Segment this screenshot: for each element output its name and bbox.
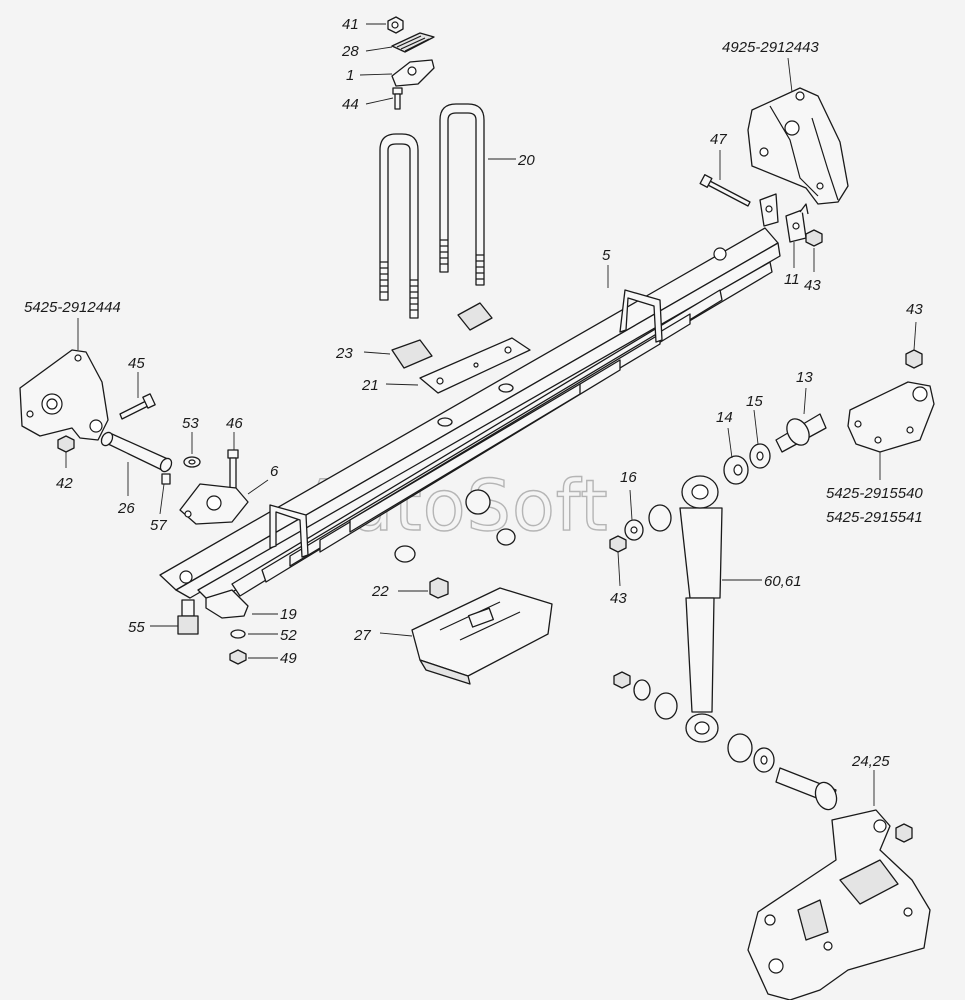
part-41-nut — [387, 16, 404, 34]
part-6-shackle — [179, 483, 249, 525]
callout-41: 41 — [342, 16, 359, 33]
part-16-bushing — [624, 504, 672, 541]
part-23-pads — [391, 302, 493, 369]
leader-lines — [65, 23, 917, 806]
part-55-bolt — [177, 599, 199, 635]
callout-5425-2915540: 5425-2915540 — [826, 485, 923, 502]
callout-45: 45 — [128, 355, 145, 372]
callout-28: 28 — [341, 43, 359, 60]
callout-43-right: 43 — [906, 301, 923, 318]
part-14-bushing — [723, 455, 749, 485]
part-center-bolt — [437, 383, 514, 427]
part-5425-2915540-upper-bracket — [847, 381, 935, 453]
callout-21: 21 — [361, 377, 379, 394]
part-13-pin — [775, 413, 827, 453]
callout-14: 14 — [716, 409, 733, 426]
callout-27: 27 — [353, 627, 371, 644]
callout-49: 49 — [280, 650, 297, 667]
callout-22: 22 — [371, 583, 389, 600]
part-20-u-bolt-right — [439, 103, 485, 286]
callout-44: 44 — [342, 96, 359, 113]
part-22-nut — [429, 577, 449, 599]
part-42-nut — [57, 435, 75, 453]
part-27-bumper-block — [411, 587, 553, 685]
part-60-61-shock-absorber — [679, 475, 723, 743]
part-52-washer — [230, 629, 246, 639]
callout-16: 16 — [620, 469, 637, 486]
callout-labels: 41 28 1 44 20 4925-2912443 47 5 11 43 54… — [24, 16, 923, 770]
part-45-bolt — [119, 393, 156, 420]
callout-5425-2915541: 5425-2915541 — [826, 509, 923, 526]
part-28-cover-plate — [391, 32, 435, 53]
part-43-nut-top — [805, 229, 823, 247]
callout-57: 57 — [150, 517, 167, 534]
callout-23: 23 — [335, 345, 353, 362]
callout-46: 46 — [226, 415, 243, 432]
part-21-plate — [419, 337, 531, 394]
part-44-bolt — [392, 87, 403, 110]
callout-55: 55 — [128, 619, 145, 636]
callout-43-top: 43 — [804, 277, 821, 294]
part-11-plates — [759, 193, 809, 243]
callout-5: 5 — [602, 247, 611, 264]
part-46-bolt — [227, 449, 239, 489]
part-47-long-bolt — [699, 174, 751, 207]
part-43-nut-mid — [609, 535, 627, 553]
callout-47: 47 — [710, 131, 727, 148]
callout-53: 53 — [182, 415, 199, 432]
callout-11: 11 — [784, 271, 800, 288]
part-hardware-center — [394, 489, 516, 563]
part-20-u-bolt-left — [379, 133, 419, 319]
callout-43-mid: 43 — [610, 590, 627, 607]
part-15-washer — [749, 443, 771, 469]
callout-60-61: 60,61 — [764, 573, 802, 590]
callout-5425-2912444: 5425-2912444 — [24, 299, 121, 316]
part-4925-front-bracket — [747, 87, 849, 205]
part-43-nut-right — [905, 349, 923, 369]
part-53-washer — [183, 456, 201, 468]
callout-15: 15 — [746, 393, 763, 410]
part-26-pin — [100, 431, 173, 473]
callout-19: 19 — [280, 606, 297, 623]
callout-52: 52 — [280, 627, 297, 644]
callout-6: 6 — [270, 463, 279, 480]
part-49-nut — [229, 649, 247, 665]
callout-13: 13 — [796, 369, 813, 386]
part-1-pad — [391, 59, 435, 87]
callout-42: 42 — [56, 475, 73, 492]
part-19-clip — [205, 589, 249, 619]
part-5425-2912444-rear-bracket — [19, 349, 109, 441]
part-24-25-lower-bracket — [747, 809, 931, 1000]
part-lower-shock-hardware — [613, 671, 838, 811]
callout-24-25: 24,25 — [851, 753, 890, 770]
callout-4925-2912443: 4925-2912443 — [722, 39, 819, 56]
callout-1: 1 — [346, 67, 354, 84]
part-57-grease-fitting — [161, 473, 171, 485]
callout-20: 20 — [517, 152, 535, 169]
callout-26: 26 — [117, 500, 135, 517]
part-5-leaf-spring — [159, 227, 781, 605]
part-24-25-nut — [895, 823, 913, 843]
